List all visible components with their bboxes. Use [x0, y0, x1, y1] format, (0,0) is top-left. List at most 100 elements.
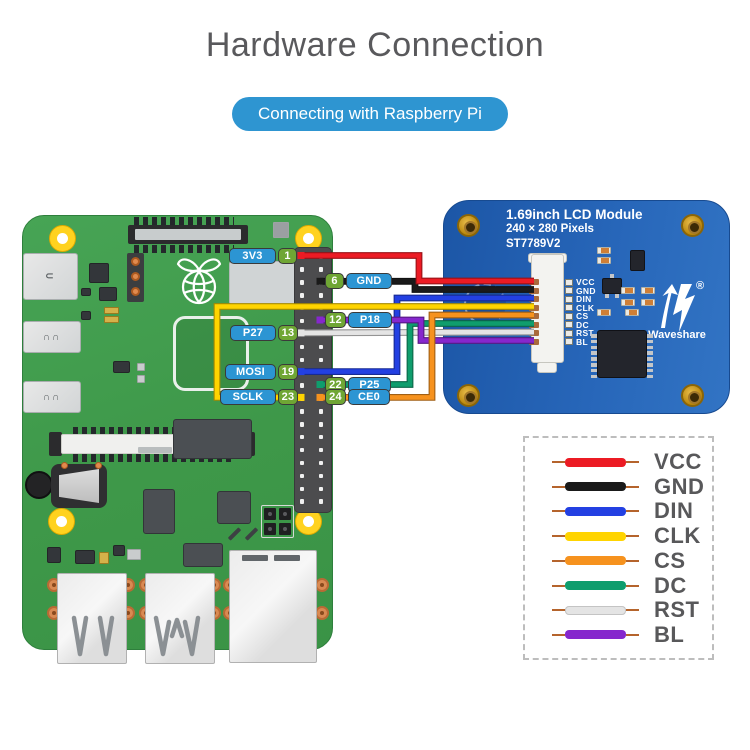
ic-leg: [647, 374, 653, 379]
smd-component: [113, 545, 125, 556]
usb-side-port-2: ∩∩: [23, 381, 81, 413]
gpio-label-pin-23: 23: [278, 389, 298, 406]
legend-item-dc: DC: [525, 572, 712, 598]
lcd-mount-hole-bl: [457, 384, 480, 407]
audio-jack-core: [59, 469, 99, 503]
audio-jack-pad-1: [61, 462, 68, 469]
gpio-pin: [299, 447, 305, 453]
legend-item-bl: BL: [525, 622, 712, 647]
ic-leg: [647, 351, 653, 355]
waveshare-logo: [661, 284, 695, 332]
raspberry-pi-board: ⊂ ∩∩ ∩∩: [22, 215, 333, 664]
fpc-contact: [529, 330, 539, 336]
gpio-pin: [318, 305, 324, 311]
fpc-contact: [529, 304, 539, 311]
lcd-mount-hole-br: [681, 384, 704, 407]
gpio-pin: [299, 434, 305, 440]
lcd-pin-label-rst: RST: [576, 328, 594, 338]
gpio-pin: [318, 422, 324, 427]
gpio-pin: [318, 331, 324, 337]
waveshare-wordmark: Waveshare: [648, 329, 706, 341]
gpio-label-3v3: 3V3: [229, 247, 276, 264]
gpio-label-pin-13: 13: [278, 324, 298, 341]
lcd-pin-label-gnd: GND: [576, 285, 596, 296]
lcd-pin-pad: [565, 329, 573, 337]
page-title: Hardware Connection: [205, 26, 545, 64]
smd-component: [81, 311, 91, 320]
smd-component: [89, 263, 109, 283]
legend-item-clk: CLK: [525, 523, 712, 548]
subtitle-banner: Connecting with Raspberry Pi: [232, 97, 508, 131]
ic-leg: [591, 339, 597, 344]
display-connector-tab: [138, 447, 172, 453]
lcd-pin-label-vcc: VCC: [576, 277, 595, 287]
raspberry-pi-logo: [176, 258, 222, 305]
legend-wire-swatch: [565, 556, 626, 566]
gpio-label-p18: P18: [348, 312, 392, 328]
legend-label: DC: [654, 572, 687, 598]
gpio-pin: [318, 396, 324, 401]
legend-item-rst: RST: [525, 597, 712, 623]
camera-connector-teeth-bottom: [134, 245, 234, 253]
legend-label: DIN: [654, 498, 694, 524]
transistor: [630, 250, 645, 271]
legend-item-vcc: VCC: [525, 449, 712, 474]
gpio-pin: [299, 357, 305, 362]
lcd-pin-label-din: DIN: [576, 294, 592, 304]
gpio-label-pin-22: 22: [325, 376, 346, 393]
smd-component: [75, 550, 95, 564]
registered-mark: ®: [696, 280, 705, 292]
transistor-leg: [615, 294, 619, 298]
gpio-pin: [318, 344, 324, 350]
gpio-label-pin-1: 1: [278, 247, 297, 264]
resistor: [641, 287, 655, 294]
poe-pin: [131, 257, 140, 266]
smd-component: [137, 375, 145, 383]
lcd-pin-label-dc: DC: [576, 319, 589, 330]
transistor: [602, 278, 622, 294]
resistor: [621, 299, 635, 306]
gpio-pin: [318, 499, 324, 504]
gpio-pin: [299, 305, 305, 311]
gpio-pin: [318, 434, 324, 440]
gpio-label-pin-6: 6: [325, 273, 344, 290]
ic-leg: [591, 334, 597, 338]
gpio-pin: [318, 293, 324, 298]
through-hole-pad: [315, 606, 329, 620]
silkscreen-slash: [244, 527, 259, 541]
legend-wire-swatch: [565, 531, 626, 541]
smd-component: [47, 547, 61, 563]
lcd-pin-pad: [565, 321, 573, 328]
display-connector-teeth-top: [73, 427, 233, 435]
pi-mount-hole-bl: [48, 508, 75, 535]
gpio-label-pin-19: 19: [278, 363, 298, 380]
ic-leg: [647, 357, 653, 361]
lcd-pin-pad: [565, 287, 573, 294]
gpio-pin: [299, 383, 305, 388]
lcd-pin-pad: [565, 304, 573, 311]
chip: [173, 419, 252, 459]
lcd-pin-label-cs: CS: [576, 311, 589, 321]
legend-label: GND: [654, 473, 705, 499]
camera-connector-slot: [135, 229, 241, 240]
gpio-pin: [318, 409, 324, 414]
gpio-pin: [318, 267, 324, 272]
usb-port-1: [57, 573, 127, 664]
fpc-connector-latch: [537, 362, 557, 373]
gpio-label-mosi: MOSI: [225, 363, 276, 380]
gpio-pin: [299, 293, 305, 298]
legend-wire-swatch: [565, 457, 626, 467]
ic-leg: [591, 357, 597, 361]
ic-leg: [647, 339, 653, 344]
gpio-pin: [318, 370, 324, 375]
display-connector-teeth-bottom: [73, 454, 233, 462]
legend-label: RST: [654, 597, 700, 623]
driver-ic: [597, 330, 647, 378]
ic-leg: [647, 345, 653, 350]
gpio-pin: [299, 254, 305, 259]
smd-component: [137, 363, 145, 371]
gpio-pin: [299, 318, 305, 324]
legend-wire-swatch: [565, 605, 626, 615]
smd-component: [127, 549, 141, 560]
ic-leg: [647, 368, 653, 373]
